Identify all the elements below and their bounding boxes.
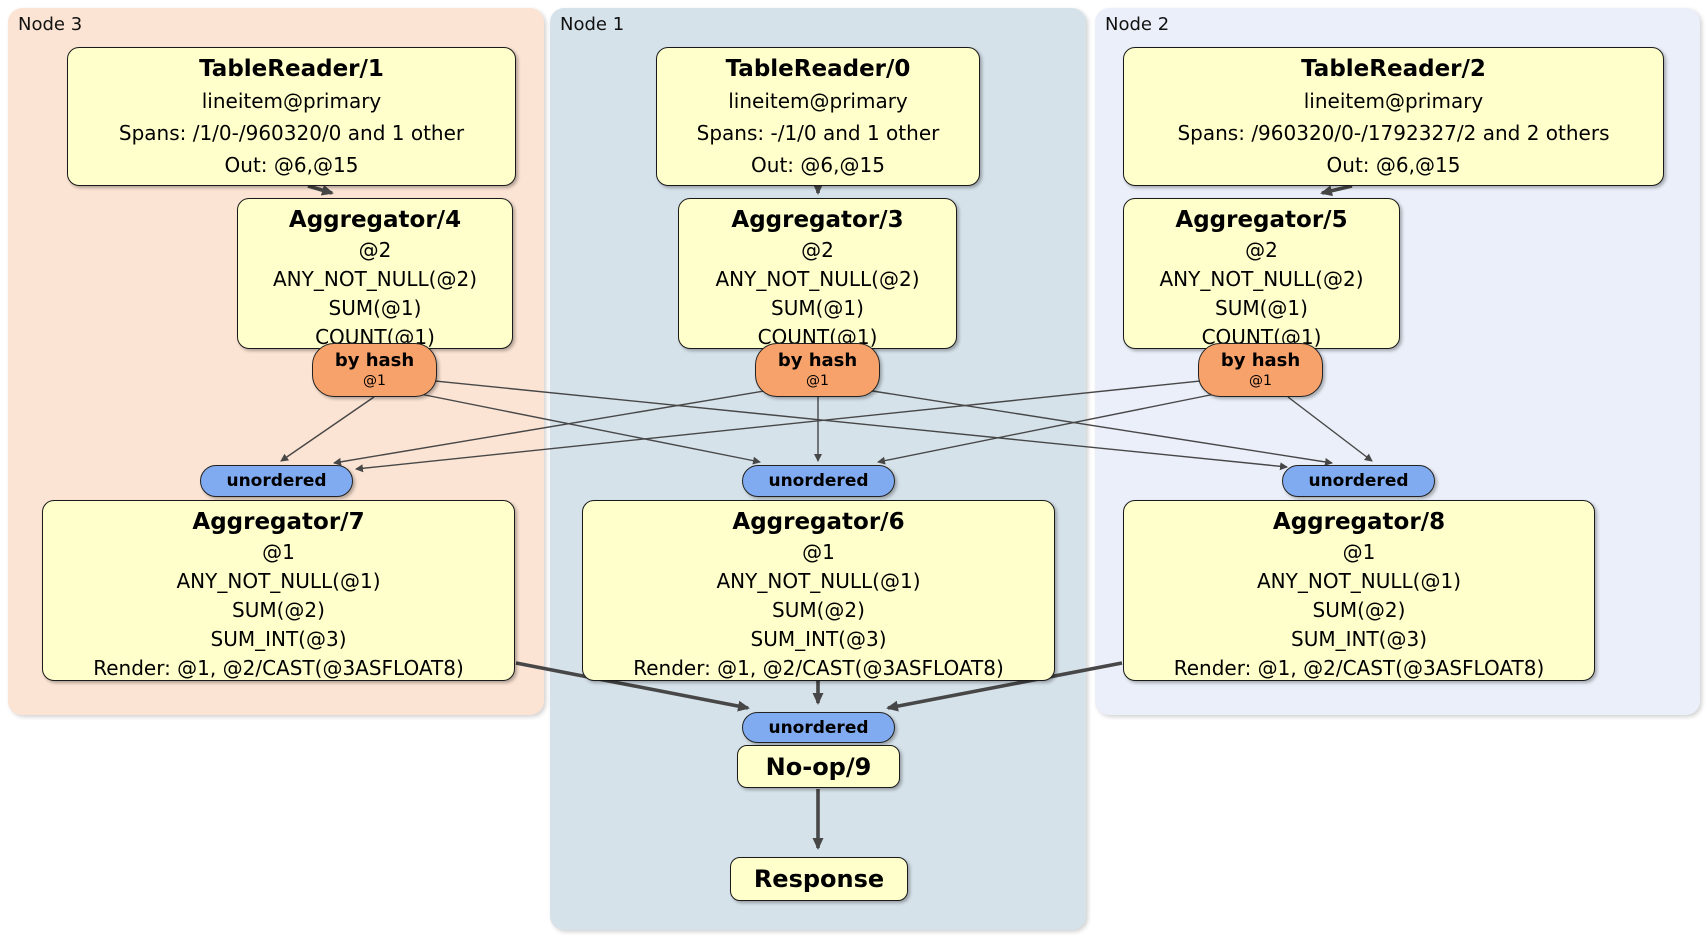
node2-region-label: Node 2 — [1105, 14, 1170, 35]
edge-byhash5-unordered6 — [877, 389, 1236, 465]
processor-tablereader-1: TableReader/1 lineitem@primary Spans: /1… — [67, 47, 516, 186]
processor-aggregator-8: Aggregator/8 @1 ANY_NOT_NULL(@1) SUM(@2)… — [1123, 500, 1595, 681]
processor-detail: @1 — [262, 540, 295, 564]
response-node: Response — [730, 857, 908, 901]
processor-title: Aggregator/4 — [288, 207, 462, 233]
processor-title: Aggregator/7 — [192, 509, 365, 535]
processor-detail: SUM_INT(@3) — [210, 627, 347, 651]
processor-title: No-op/9 — [765, 752, 872, 781]
processor-aggregator-6: Aggregator/6 @1 ANY_NOT_NULL(@1) SUM(@2)… — [582, 500, 1055, 681]
processor-detail: lineitem@primary — [728, 89, 908, 113]
edge-byhash5-unordered8 — [1287, 396, 1373, 462]
edge-aggregator8-unordered9 — [886, 661, 1123, 712]
processor-detail: ANY_NOT_NULL(@2) — [1159, 267, 1364, 291]
node1-region-label: Node 1 — [560, 14, 625, 35]
processor-detail: Render: @1, @2/CAST(@3ASFLOAT8) — [1173, 656, 1545, 680]
router-label: by hash — [1220, 350, 1301, 371]
processor-detail: lineitem@primary — [1303, 89, 1484, 113]
processor-detail: ANY_NOT_NULL(@1) — [716, 569, 921, 593]
processor-detail: Render: @1, @2/CAST(@3ASFLOAT8) — [633, 656, 1004, 680]
processor-detail: SUM(@2) — [232, 598, 325, 622]
processor-aggregator-5: Aggregator/5 @2 ANY_NOT_NULL(@2) SUM(@1)… — [1123, 198, 1400, 349]
processor-tablereader-2: TableReader/2 lineitem@primary Spans: /9… — [1123, 47, 1664, 186]
processor-title: Response — [753, 865, 885, 893]
processor-detail: Spans: /1/0-/960320/0 and 1 other — [118, 121, 465, 145]
processor-detail: Spans: -/1/0 and 1 other — [696, 121, 940, 145]
processor-detail: SUM(@1) — [328, 296, 422, 320]
sync-unordered-7: unordered — [200, 465, 353, 497]
sync-unordered-8: unordered — [1282, 465, 1435, 497]
processor-title: TableReader/2 — [1301, 56, 1486, 82]
processor-aggregator-4: Aggregator/4 @2 ANY_NOT_NULL(@2) SUM(@1)… — [237, 198, 513, 349]
processor-detail: SUM(@1) — [1215, 296, 1308, 320]
router-label: by hash — [777, 350, 858, 371]
edge-byhash5-unordered7 — [355, 379, 1211, 473]
processor-detail: SUM(@2) — [1312, 598, 1406, 622]
edge-byhash3-unordered7 — [333, 389, 771, 466]
router-detail: @1 — [363, 373, 386, 389]
processor-detail: @2 — [1245, 238, 1278, 262]
processor-title: Aggregator/6 — [732, 509, 905, 535]
sync-label: unordered — [768, 717, 869, 738]
processor-tablereader-0: TableReader/0 lineitem@primary Spans: -/… — [656, 47, 980, 186]
processor-title: TableReader/0 — [725, 56, 911, 82]
processor-detail: SUM(@2) — [772, 598, 865, 622]
processor-detail: ANY_NOT_NULL(@2) — [273, 267, 477, 291]
node3-region-label: Node 3 — [18, 14, 83, 35]
router-by-hash-4: by hash @1 — [312, 343, 437, 397]
processor-detail: Spans: /960320/0-/1792327/2 and 2 others — [1177, 121, 1610, 145]
processor-detail: @1 — [802, 540, 835, 564]
processor-detail: Render: @1, @2/CAST(@3ASFLOAT8) — [93, 656, 464, 680]
router-by-hash-5: by hash @1 — [1198, 343, 1323, 397]
processor-detail: SUM(@1) — [771, 296, 864, 320]
edge-byhash3-unordered8 — [865, 389, 1333, 466]
processor-noop-9: No-op/9 — [737, 745, 900, 788]
sync-label: unordered — [226, 471, 327, 491]
processor-title: Aggregator/8 — [1272, 509, 1446, 535]
processor-detail: SUM_INT(@3) — [750, 627, 887, 651]
processor-detail: ANY_NOT_NULL(@1) — [176, 569, 381, 593]
processor-detail: @2 — [801, 238, 834, 262]
sync-label: unordered — [768, 471, 869, 491]
processor-aggregator-7: Aggregator/7 @1 ANY_NOT_NULL(@1) SUM(@2)… — [42, 500, 515, 681]
sync-label: unordered — [1308, 471, 1409, 491]
edge-tablereader2-aggregator5 — [1320, 184, 1353, 197]
sync-unordered-6: unordered — [742, 465, 895, 497]
processor-detail: SUM_INT(@3) — [1291, 627, 1427, 651]
processor-detail: @1 — [1342, 540, 1376, 564]
sync-unordered-9: unordered — [742, 712, 895, 743]
router-detail: @1 — [806, 373, 829, 389]
router-label: by hash — [334, 350, 415, 371]
edge-aggregator7-unordered9 — [515, 661, 750, 712]
processor-title: Aggregator/3 — [731, 207, 904, 233]
processor-aggregator-3: Aggregator/3 @2 ANY_NOT_NULL(@2) SUM(@1)… — [678, 198, 957, 349]
processor-detail: @2 — [358, 238, 392, 262]
processor-detail: Out: @6,@15 — [751, 153, 885, 177]
router-detail: @1 — [1249, 373, 1272, 389]
router-by-hash-3: by hash @1 — [755, 343, 880, 397]
processor-title: Aggregator/5 — [1175, 207, 1348, 233]
edge-byhash4-unordered6 — [399, 389, 761, 465]
processor-detail: lineitem@primary — [201, 89, 382, 113]
processor-detail: Out: @6,@15 — [1326, 153, 1461, 177]
edge-tablereader1-aggregator4 — [307, 184, 334, 196]
processor-detail: ANY_NOT_NULL(@1) — [1257, 569, 1461, 593]
processor-detail: ANY_NOT_NULL(@2) — [715, 267, 920, 291]
edge-byhash4-unordered7 — [280, 396, 375, 462]
processor-title: TableReader/1 — [199, 56, 384, 82]
edge-byhash4-unordered8 — [424, 379, 1288, 471]
processor-detail: Out: @6,@15 — [224, 153, 359, 177]
